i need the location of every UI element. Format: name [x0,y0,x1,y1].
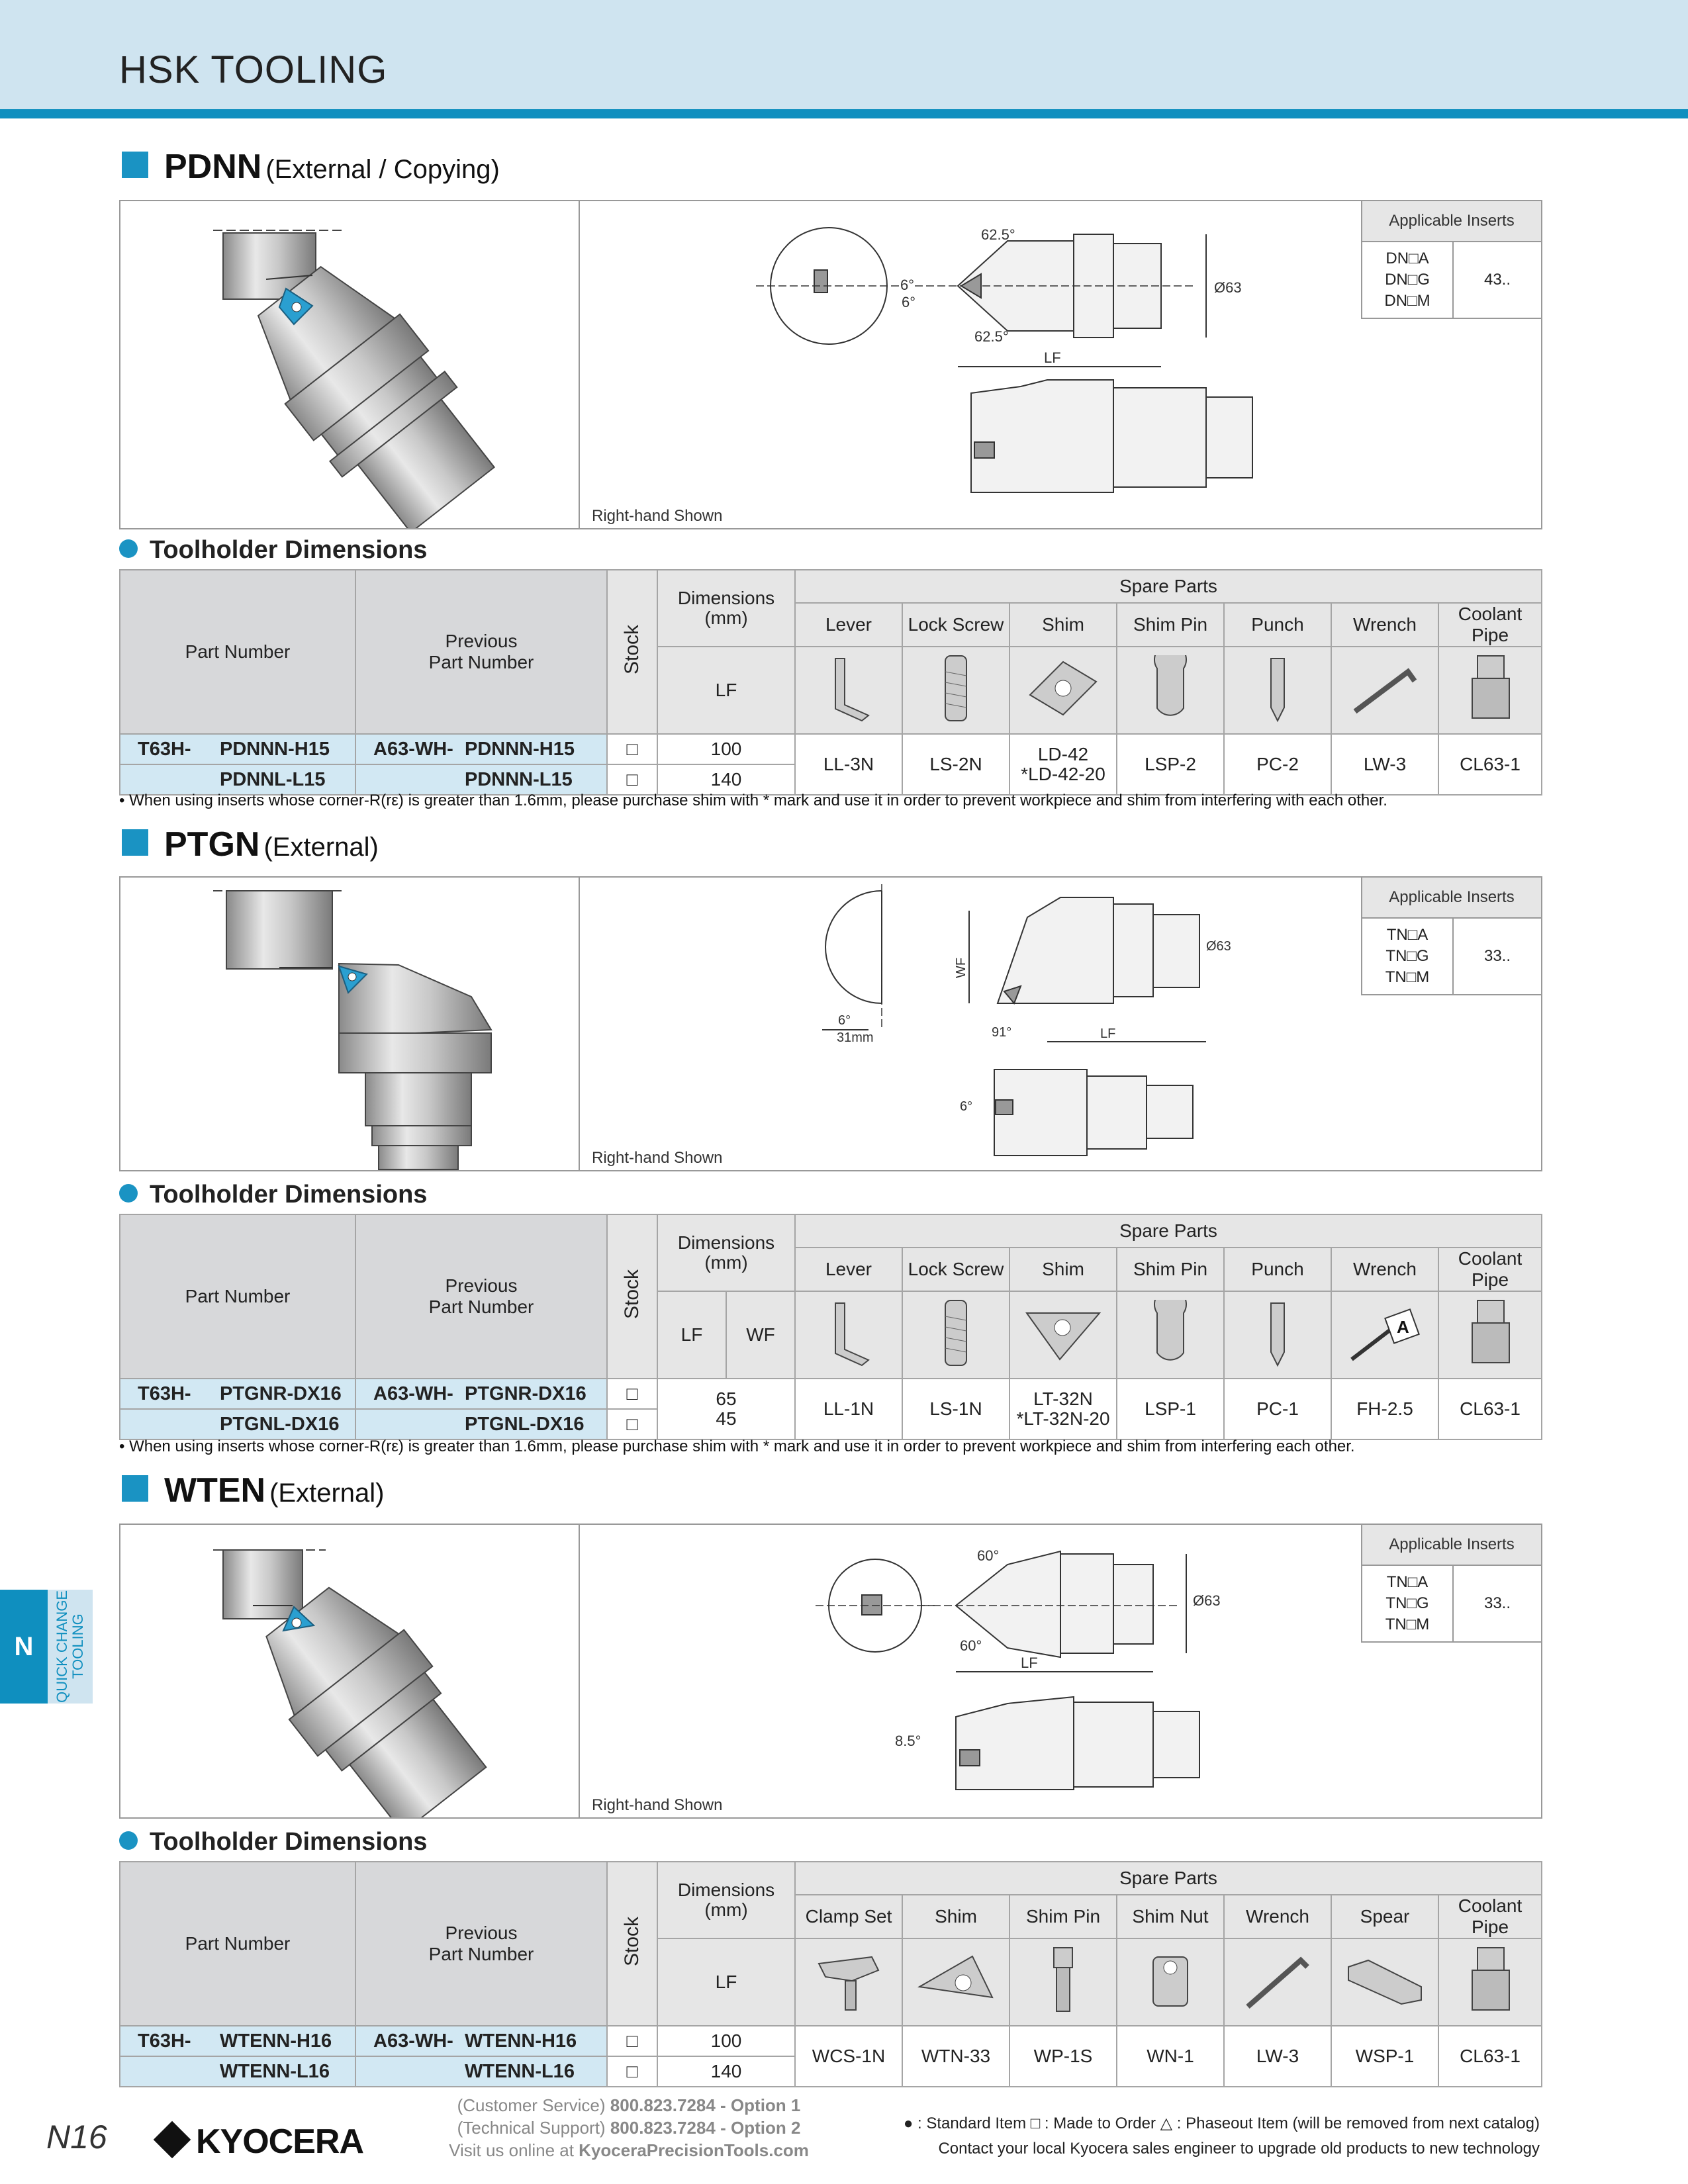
coolant-pipe-icon [1472,1299,1510,1363]
lock-screw-icon [945,655,967,721]
wten-tech-top [955,1696,1200,1790]
illustration-panel-pdnn: 62.5° 62.5° 6° 6° Ø63 LF Right-hand Show… [119,200,1542,529]
stock-legend: ● : Standard Item □ : Made to Order △ : … [903,2115,1540,2158]
svg-text:62.5°: 62.5° [981,226,1015,243]
svg-text:91°: 91° [992,1025,1011,1040]
lock-screw-icon [945,1299,967,1366]
ptgn-3d-view [213,890,492,1170]
wten-tech-side [921,1550,1187,1672]
svg-text:Ø63: Ø63 [1206,939,1231,954]
svg-text:LF: LF [1044,349,1061,366]
svg-text:6°: 6° [960,1099,972,1114]
svg-text:Ø63: Ø63 [1193,1592,1221,1609]
right-hand-note: Right-hand Shown [592,1149,723,1167]
wrench-icon [1246,1956,1309,2009]
wten-3d-view [213,1549,487,1817]
svg-text:6°: 6° [838,1013,851,1028]
svg-text:31mm: 31mm [837,1030,874,1045]
ptgn-tech-side [968,897,1206,1042]
ptgn-tech-front [822,884,882,1030]
clamp-set-icon [818,1956,880,2011]
kyocera-logo-icon [153,2120,191,2159]
lever-icon [835,657,870,721]
shim-nut-icon [1152,1956,1188,2007]
page-number: N16 [46,2118,107,2156]
svg-text:60°: 60° [977,1547,999,1564]
wrench-icon: A [1350,1308,1420,1361]
wten-tech-front [816,1559,935,1653]
section-heading-wten: WTEN(External) [122,1471,384,1510]
spear-icon [1348,1959,1422,2005]
shim-pin-icon [1154,1287,1187,1361]
toolholder-dims-heading: Toolholder Dimensions [119,536,427,565]
svg-text:8.5°: 8.5° [895,1733,921,1749]
section-marker-square [122,1475,148,1502]
section-heading-pdnn: PDNN(External / Copying) [122,147,500,187]
illustration-panel-wten: 60° 60° Ø63 LF 8.5° Right-hand Shown App… [119,1524,1542,1819]
pdnn-tech-front [756,227,902,345]
wrench-icon [1353,667,1417,713]
shim-icon [1025,1312,1102,1361]
svg-text:A: A [1397,1317,1409,1337]
pdnn-3d-view [213,230,496,528]
shim-icon [1029,660,1098,715]
page-header: HSK TOOLING [0,0,1688,118]
pdnn-tech-side [915,234,1207,367]
section-heading-ptgn: PTGN(External) [122,825,379,864]
section-marker-square [122,152,148,179]
ptgn-tech-top [994,1069,1194,1156]
shim-pin-icon [1154,643,1187,716]
svg-text:Ø63: Ø63 [1214,279,1242,296]
header-rule [0,109,1688,118]
svg-text:60°: 60° [960,1637,982,1654]
lever-icon [835,1302,870,1366]
shim-pin-icon [1053,1946,1073,2012]
toolholder-dims-heading: Toolholder Dimensions [119,1181,427,1209]
section-marker-square [122,829,148,856]
right-hand-note: Right-hand Shown [592,1796,723,1814]
shim-icon [917,1955,994,1998]
svg-text:WF: WF [954,958,968,978]
right-hand-note: Right-hand Shown [592,507,723,525]
ptgn-drawings: 6° 31mm WF 91° Ø63 LF 6° [213,884,1231,1170]
toolholder-dims-heading: Toolholder Dimensions [119,1828,427,1856]
pdnn-drawings: 62.5° 62.5° 6° 6° Ø63 LF [213,226,1253,528]
illustration-panel-ptgn: 6° 31mm WF 91° Ø63 LF 6° Right-hand Show… [119,876,1542,1171]
punch-icon [1270,657,1285,722]
kyocera-logo: KYOCERA [153,2120,364,2161]
pdnn-note: • When using inserts whose corner-R(rε) … [119,792,1387,809]
coolant-pipe-icon [1472,1946,1510,2011]
coolant-pipe-icon [1472,655,1510,719]
website-link[interactable]: KyoceraPrecisionTools.com [579,2140,809,2160]
section-tab-letter: N [0,1590,48,1704]
pdnn-tech-top [970,379,1253,493]
ptgn-note: • When using inserts whose corner-R(rε) … [119,1437,1355,1455]
wten-drawings: 60° 60° Ø63 LF 8.5° [213,1547,1221,1817]
page-title: HSK TOOLING [119,48,388,91]
svg-text:6°: 6° [902,294,915,310]
punch-icon [1270,1302,1285,1367]
svg-text:LF: LF [1021,1655,1038,1671]
contact-info: (Customer Service) 800.823.7284 - Option… [449,2095,809,2160]
svg-text:6°: 6° [900,277,914,293]
svg-text:LF: LF [1100,1026,1115,1041]
svg-text:62.5°: 62.5° [974,328,1009,345]
